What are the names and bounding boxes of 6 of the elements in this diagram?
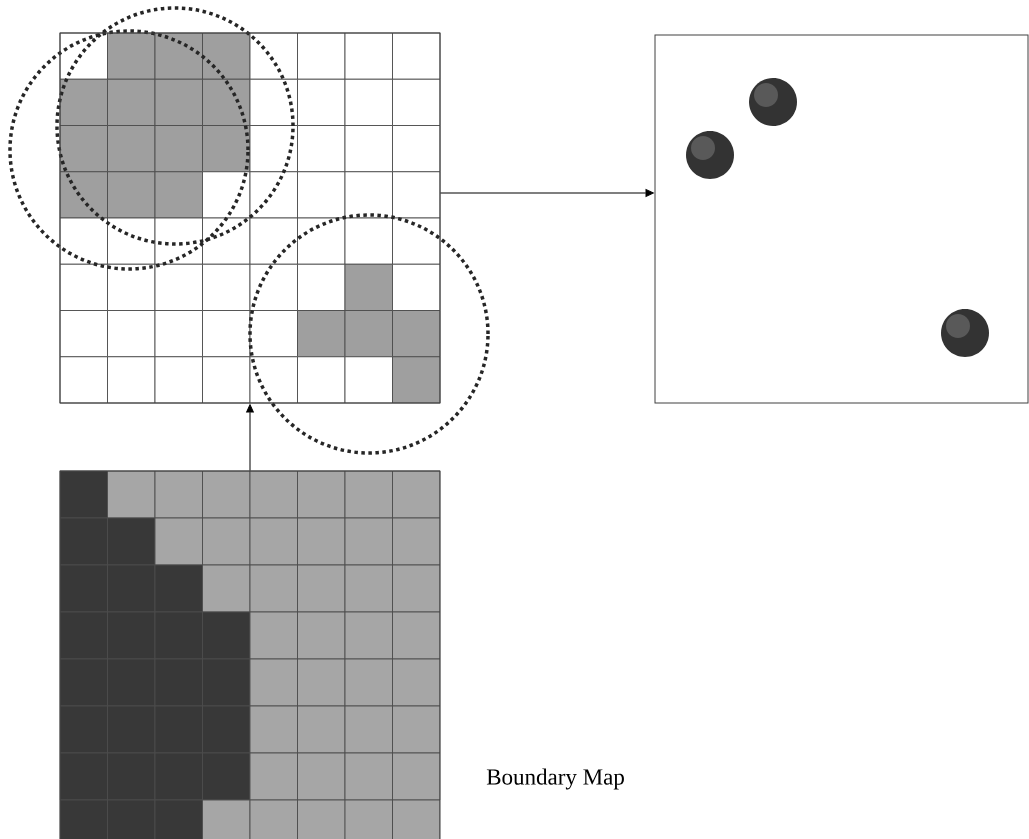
caption-text: Boundary Map [486, 768, 624, 790]
grid-drawing [8, 6, 490, 455]
panel-box [654, 34, 1029, 404]
arrow [440, 189, 654, 197]
grid-drawing [59, 470, 441, 839]
arrow [246, 404, 254, 471]
